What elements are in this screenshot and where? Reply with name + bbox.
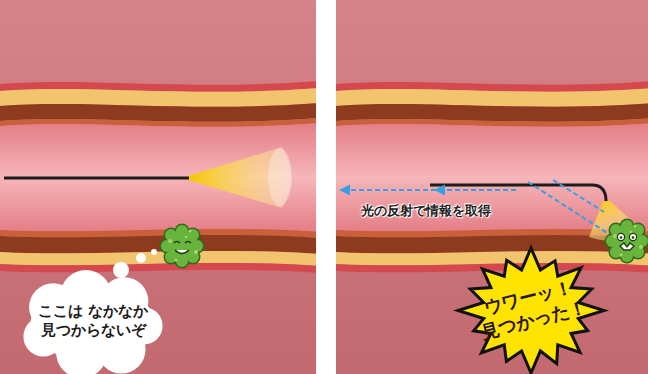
- germ-eye: [617, 233, 624, 240]
- left-panel: [0, 0, 316, 374]
- right-panel: [336, 0, 648, 374]
- germ-eye: [185, 242, 191, 244]
- endoscope: [430, 185, 606, 201]
- text-group: ウワーッ！ 見つかった！: [441, 227, 620, 374]
- germ-character: [160, 224, 205, 269]
- text-group: ここは なかなか 見つからないぞ: [22, 272, 164, 370]
- node-text: ここは なかなか 見つからないぞ: [37, 302, 149, 340]
- endoscope: [4, 177, 189, 180]
- starburst: [458, 248, 604, 373]
- germ-eye: [629, 233, 636, 240]
- thought-bubble: [113, 262, 129, 278]
- germ-mouth: [620, 243, 634, 250]
- germ-pupil: [632, 236, 635, 239]
- light-cone: [188, 147, 291, 208]
- germ-pupil: [620, 236, 623, 239]
- speech-bubble: ここは なかなか 見つからないぞ: [22, 272, 164, 370]
- light-cone-end: [268, 148, 292, 206]
- germ-eye: [174, 242, 180, 244]
- node-text: ウワーッ！ 見つかった！: [466, 272, 595, 345]
- germ-mouth: [175, 250, 189, 254]
- reflection-arrow: [553, 180, 604, 212]
- germ-character: [605, 219, 648, 264]
- reflection-arrow: [346, 189, 516, 191]
- blood-vessel: [0, 0, 316, 374]
- annotation-label: 光の反射で情報を取得: [361, 202, 491, 220]
- arrow-head: [434, 185, 445, 196]
- blood-vessel: [336, 0, 648, 374]
- thought-bubble: [136, 253, 146, 263]
- thought-bubble: [151, 249, 157, 255]
- exclamation-burst: ウワーッ！ 見つかった！: [455, 243, 607, 374]
- arrow-head: [339, 185, 350, 196]
